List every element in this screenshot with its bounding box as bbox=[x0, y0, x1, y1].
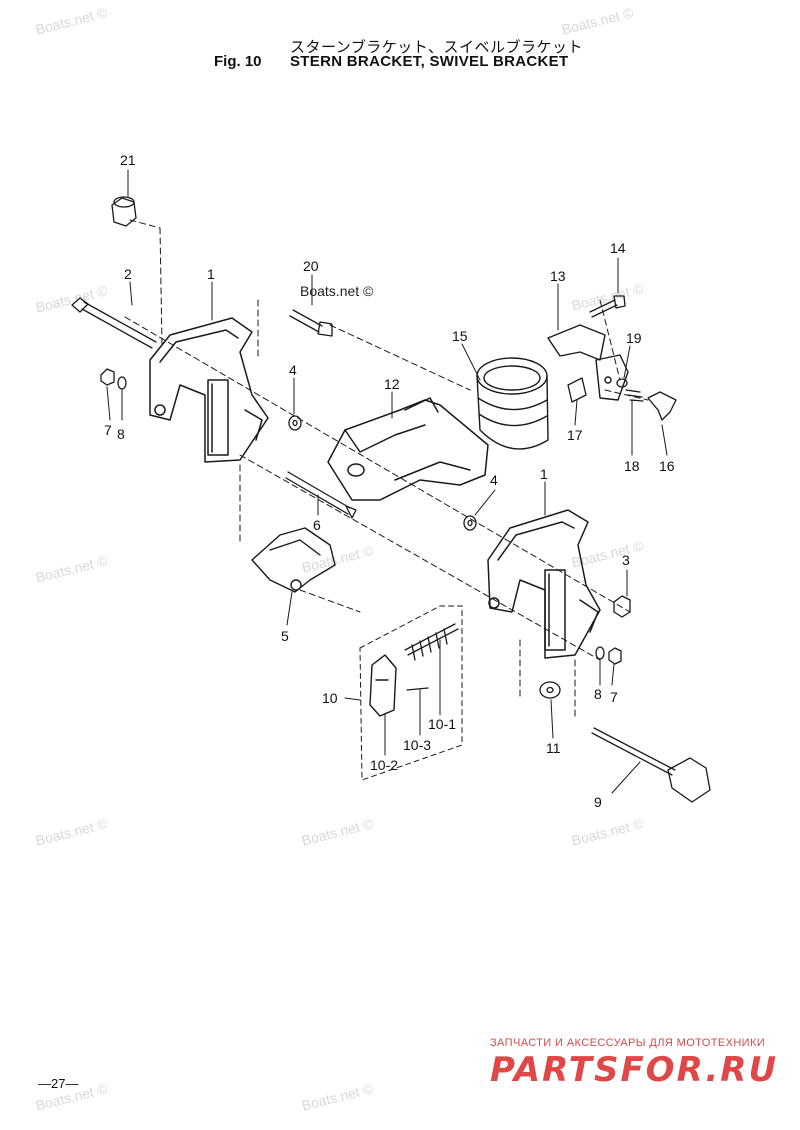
callout-4: 4 bbox=[490, 472, 498, 488]
part-19-nut bbox=[616, 378, 628, 388]
callout-7: 7 bbox=[104, 422, 112, 438]
part-11-disc bbox=[539, 681, 561, 699]
callout-4: 4 bbox=[289, 362, 297, 378]
figure-number: Fig. 10 bbox=[214, 53, 262, 70]
part-12-swivel-bracket bbox=[327, 397, 489, 501]
callout-1: 1 bbox=[540, 466, 548, 482]
page-number: —27— bbox=[38, 1076, 79, 1091]
title-japanese: スターンブラケット、スイベルブラケット bbox=[290, 39, 584, 56]
part-8-washer-left bbox=[117, 376, 127, 390]
title-english: STERN BRACKET, SWIVEL BRACKET bbox=[290, 53, 569, 70]
part-17-plate bbox=[567, 377, 587, 403]
part-7-nut-left bbox=[100, 368, 115, 386]
callout-8: 8 bbox=[117, 426, 125, 442]
callout-leaders bbox=[106, 169, 668, 794]
part-1-right-stern-bracket bbox=[487, 509, 601, 659]
part-21-cap bbox=[111, 196, 137, 227]
callout-11: 11 bbox=[546, 740, 561, 756]
part-9-rod bbox=[591, 727, 711, 803]
part-4-washer-lower bbox=[463, 515, 477, 531]
part-8-washer-right bbox=[595, 646, 605, 660]
callout-14: 14 bbox=[610, 240, 626, 256]
brand-logo: PARTSFOR.RU bbox=[490, 1050, 779, 1090]
callout-18: 18 bbox=[624, 458, 640, 474]
callout-12: 12 bbox=[384, 376, 400, 392]
part-15-bushing bbox=[476, 357, 549, 450]
callout-9: 9 bbox=[594, 794, 602, 810]
part-5-lever bbox=[251, 527, 336, 593]
callout-5: 5 bbox=[281, 628, 289, 644]
callout-15: 15 bbox=[452, 328, 468, 344]
callout-19: 19 bbox=[626, 330, 642, 346]
brand-tagline: ЗАПЧАСТИ И АКСЕССУАРЫ ДЛЯ МОТОТЕХНИКИ bbox=[490, 1037, 766, 1049]
part-1-left-stern-bracket bbox=[149, 317, 269, 463]
callout-7: 7 bbox=[610, 689, 618, 705]
part-10-kit-box bbox=[359, 605, 463, 781]
callout-2: 2 bbox=[124, 266, 132, 282]
callout-10-2: 10-2 bbox=[370, 757, 399, 773]
part-20-bolt bbox=[289, 309, 333, 337]
part-10-2-latch bbox=[369, 654, 397, 717]
part-18-spring bbox=[625, 389, 644, 402]
part-16-knob bbox=[647, 391, 677, 421]
part-7-nut-right bbox=[608, 647, 622, 665]
callout-8: 8 bbox=[594, 686, 602, 702]
callout-21: 21 bbox=[120, 152, 136, 168]
callout-10-3: 10-3 bbox=[403, 737, 432, 753]
part-6-rod bbox=[285, 471, 357, 519]
callout-6: 6 bbox=[313, 517, 321, 533]
part-13-clamp bbox=[547, 324, 629, 401]
part-14-screw bbox=[589, 295, 626, 318]
part-4-washer-upper bbox=[288, 415, 302, 431]
part-10-1-spring bbox=[404, 623, 459, 661]
callout-1: 1 bbox=[207, 266, 215, 282]
callout-13: 13 bbox=[550, 268, 566, 284]
watermark-dark: Boats.net © bbox=[300, 283, 374, 299]
part-10-3-pin bbox=[406, 687, 429, 691]
callout-20: 20 bbox=[303, 258, 319, 274]
callout-10-1: 10-1 bbox=[428, 716, 457, 732]
part-3-nut bbox=[613, 595, 631, 618]
callout-10: 10 bbox=[322, 690, 338, 706]
assembly-axis-lines bbox=[124, 219, 649, 721]
callout-16: 16 bbox=[659, 458, 675, 474]
part-2-bolt bbox=[71, 297, 157, 349]
callout-3: 3 bbox=[622, 552, 630, 568]
callout-17: 17 bbox=[567, 427, 583, 443]
